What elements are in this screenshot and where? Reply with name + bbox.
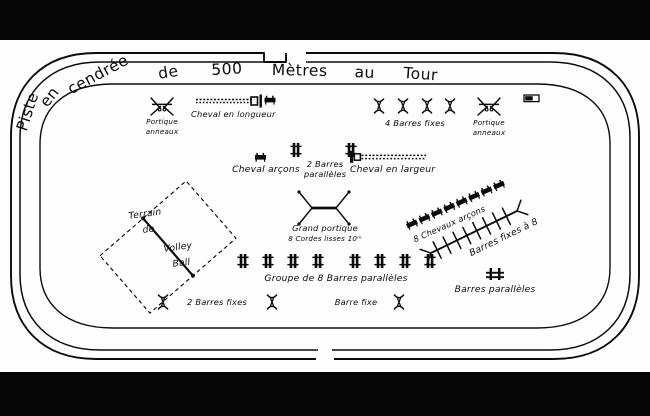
portique-anneaux-left-icon [150, 97, 174, 116]
volleyball-court [99, 180, 237, 314]
letterbox-bottom [0, 372, 650, 416]
label-portique-anneaux-right-line2: anneaux [472, 128, 506, 137]
portique-anneaux-right-icon [477, 97, 501, 116]
track-outline [10, 52, 640, 360]
title-word-tour: Tour [402, 64, 439, 85]
title-word-500: 500 [210, 59, 243, 79]
letterbox-top [0, 0, 650, 40]
title-word-au: au [354, 63, 376, 83]
label-portique-anneaux-left-line1: Portique [146, 117, 178, 126]
mat-icon [523, 94, 540, 103]
label-barre-fixe: Barre fixe [334, 297, 378, 307]
barres-fixes-a-8-icon [419, 199, 529, 265]
barres-paralleles-top-icons [290, 143, 357, 157]
barres-fixes-top-icons [373, 98, 456, 114]
label-4-barres-fixes: 4 Barres fixes [385, 118, 445, 128]
title-word-de: de [156, 61, 180, 83]
label-cheval-en-largeur: Cheval en largeur [350, 164, 436, 175]
label-2-barres-paralleles-line2: parallèles [303, 169, 347, 179]
label-cheval-arcons: Cheval arçons [232, 164, 300, 175]
label-groupe-8-barres-paralleles: Groupe de 8 Barres parallèles [264, 273, 408, 284]
diagram-page: Piste en cendrée de 500 Mètres au Tour P… [0, 40, 650, 372]
title-word-metres: Mètres [271, 61, 328, 80]
grand-portique-icon [297, 190, 351, 226]
label-cheval-en-longueur-top: Cheval en longueur [191, 109, 276, 119]
track-drawing [0, 40, 650, 372]
cheval-arcons-icon [255, 152, 266, 162]
label-portique-anneaux-right-line1: Portique [473, 118, 505, 127]
groupe-8-barres-paralleles-icons [237, 254, 436, 268]
cheval-en-largeur-icon [350, 150, 426, 163]
cheval-en-longueur-top-icon [196, 94, 276, 108]
label-barres-paralleles-right: Barres parallèles [454, 284, 536, 295]
label-grand-portique-line1: Grand portique [292, 223, 358, 233]
label-2-barres-fixes: 2 Barres fixes [187, 297, 247, 307]
label-2-barres-paralleles-line1: 2 Barres [306, 159, 344, 169]
barres-paralleles-right-icon [486, 268, 504, 280]
label-grand-portique-line2: 8 Cordes lisses 10ᵐ [288, 234, 362, 243]
label-terrain-volley-line2: de [141, 223, 156, 236]
label-portique-anneaux-left-line2: anneaux [145, 127, 179, 136]
